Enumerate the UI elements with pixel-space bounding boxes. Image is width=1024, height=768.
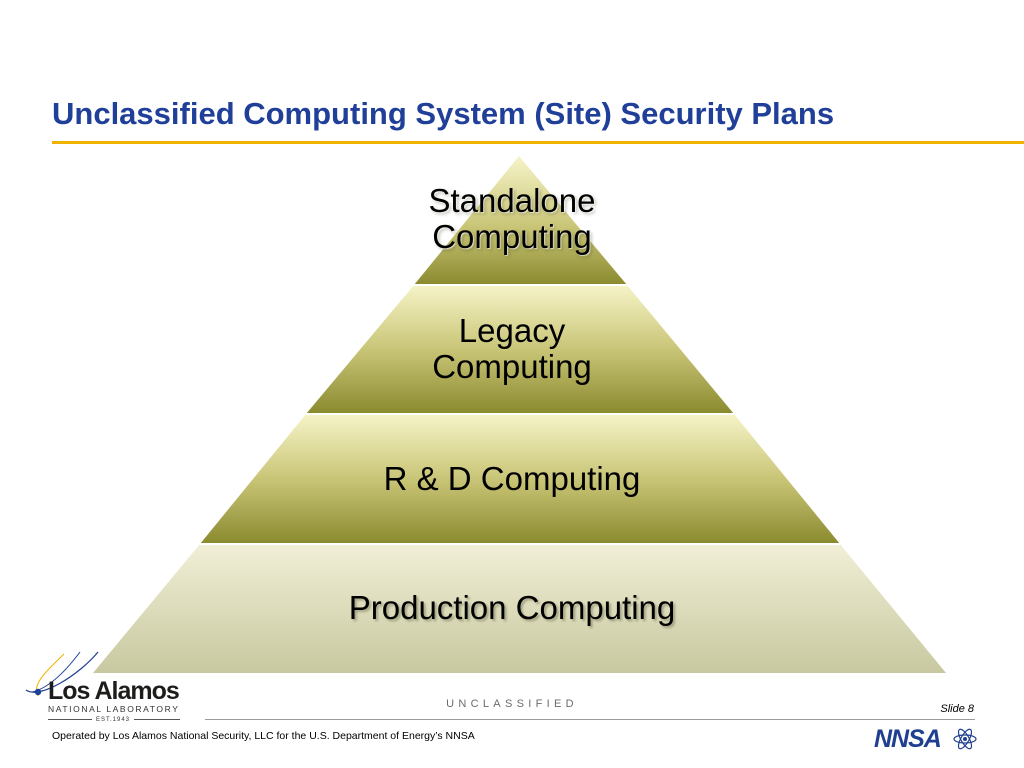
tier-label-line: Computing [432,348,592,385]
logo-name: Los Alamos [48,677,180,705]
nnsa-logo-text: NNSA [874,725,942,753]
tier-label-line: Standalone [428,182,596,219]
los-alamos-logo: Los Alamos NATIONAL LABORATORY EST.1943 [22,648,197,728]
nnsa-logo-icon: NNSA [872,726,978,752]
logo-est: EST.1943 [96,717,131,723]
tier-label-line: Computing [432,218,592,255]
logo-subtitle: NATIONAL LABORATORY [48,704,180,714]
footer-operated-by: Operated by Los Alamos National Security… [52,730,475,742]
footer-rule [205,719,975,720]
slide-title: Unclassified Computing System (Site) Sec… [52,96,835,131]
nnsa-atom-icon [953,728,977,750]
tier-label-production: Production Computing [212,590,812,626]
tier-label-line: Legacy [458,312,566,349]
pyramid-tier-production [93,544,946,673]
tier-label-rd: R & D Computing [212,461,812,497]
pyramid-tier-rd [200,414,840,544]
pyramid-tier-standalone [414,156,627,285]
logo-rule [48,719,92,720]
tier-label-line: R & D Computing [383,460,641,497]
tier-label-standalone: Standalone Computing [212,183,812,255]
tier-label-legacy: Legacy Computing [212,313,812,385]
logo-rule [134,719,180,720]
title-underline [52,141,1024,144]
atom-orbit-icon [25,651,99,697]
tier-label-line: Production Computing [348,589,676,626]
footer-classification: UNCLASSIFIED [446,698,578,710]
pyramid-tier-legacy [306,285,734,414]
slide-number: Slide 8 [940,703,974,715]
